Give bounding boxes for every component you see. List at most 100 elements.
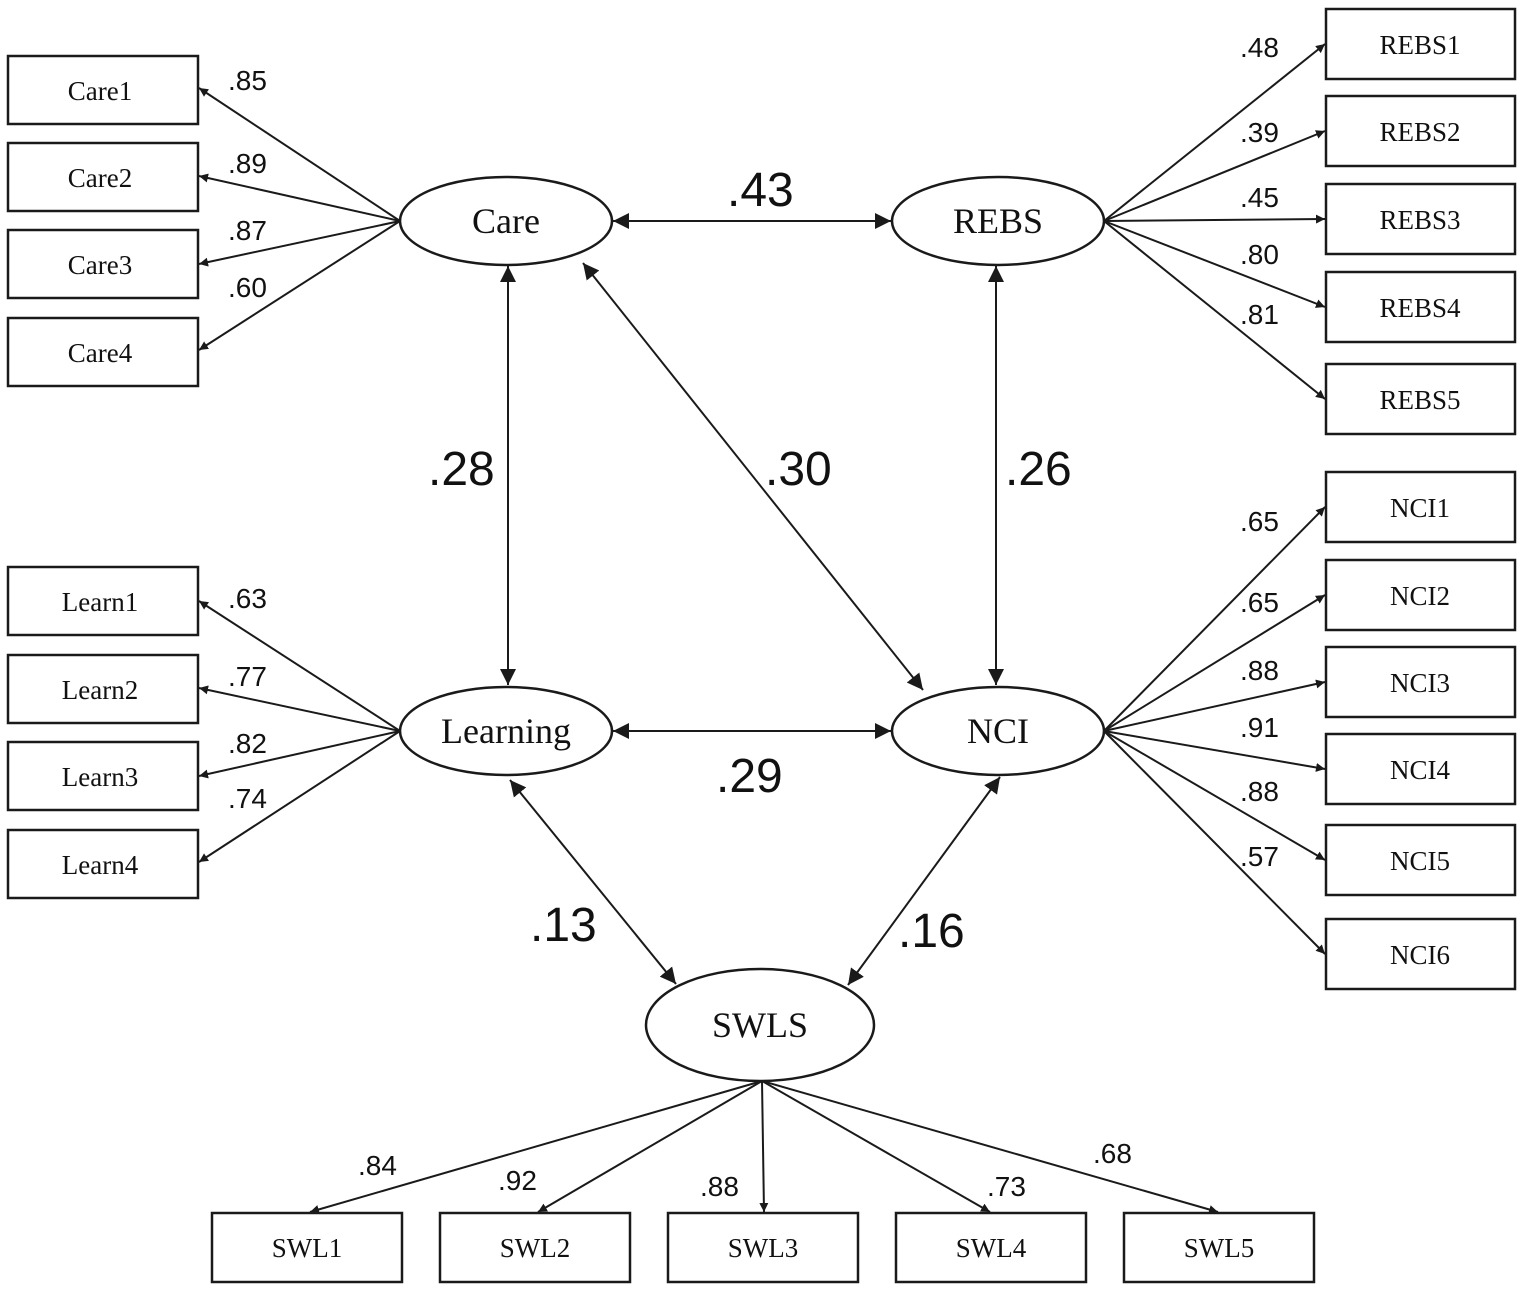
latent-learning[interactable]: Learning	[398, 685, 614, 777]
loading-arrow-rebs5	[1103, 220, 1326, 400]
loading-nci6: .57	[1240, 841, 1279, 872]
corr-care-learning: .28	[428, 443, 495, 496]
cov-learning-swls	[509, 779, 677, 985]
loading-arrow-nci4	[1103, 730, 1326, 772]
loading-arrow-learn2	[198, 685, 401, 732]
indicator-learn2-label: Learn2	[62, 675, 138, 705]
indicator-learn2[interactable]: Learn2	[6, 653, 200, 725]
indicator-swl5[interactable]: SWL5	[1122, 1211, 1316, 1284]
indicator-nci4[interactable]: NCI4	[1324, 732, 1517, 806]
indicator-care1-label: Care1	[68, 76, 132, 106]
indicator-nci2[interactable]: NCI2	[1324, 558, 1517, 632]
indicator-care4-label: Care4	[68, 338, 133, 368]
loading-arrow-swl3	[759, 1080, 769, 1213]
indicator-nci1-label: NCI1	[1390, 493, 1450, 523]
loading-rebs2: .39	[1240, 117, 1279, 148]
loading-arrow-rebs2	[1103, 130, 1326, 222]
loading-arrow-learn1	[198, 600, 401, 732]
latent-nci[interactable]: NCI	[890, 685, 1106, 777]
indicator-learn3[interactable]: Learn3	[6, 740, 200, 812]
corr-care-rebs: .43	[727, 164, 794, 217]
loading-care4: .60	[228, 272, 267, 303]
loading-swl3: .88	[700, 1171, 739, 1202]
indicator-nci6-label: NCI6	[1390, 940, 1450, 970]
indicator-nci6[interactable]: NCI6	[1324, 917, 1517, 991]
indicator-rebs2[interactable]: REBS2	[1324, 94, 1517, 168]
loading-swl1: .84	[358, 1150, 397, 1181]
loading-nci5: .88	[1240, 776, 1279, 807]
indicator-swl3[interactable]: SWL3	[666, 1211, 860, 1284]
indicator-care2[interactable]: Care2	[6, 141, 200, 213]
corr-learning-swls: .13	[530, 899, 597, 952]
loading-swl5: .68	[1093, 1138, 1132, 1169]
indicator-swl5-label: SWL5	[1184, 1233, 1255, 1263]
indicator-nci3[interactable]: NCI3	[1324, 645, 1517, 719]
loading-arrow-nci3	[1103, 679, 1326, 732]
loading-care2: .89	[228, 148, 267, 179]
indicator-swl2-label: SWL2	[500, 1233, 571, 1263]
cov-nci-swls	[847, 776, 1001, 986]
loading-care3: .87	[228, 215, 267, 246]
loading-rebs5: .81	[1240, 299, 1279, 330]
latent-care-label: Care	[472, 201, 540, 241]
latent-nci-label: NCI	[967, 711, 1029, 751]
indicator-rebs3[interactable]: REBS3	[1324, 182, 1517, 256]
loading-learn4: .74	[228, 783, 267, 814]
indicator-rebs5[interactable]: REBS5	[1324, 362, 1517, 436]
loading-arrow-rebs4	[1103, 220, 1326, 308]
loading-swl4: .73	[987, 1171, 1026, 1202]
indicator-rebs5-label: REBS5	[1379, 385, 1460, 415]
indicator-care3[interactable]: Care3	[6, 228, 200, 300]
loading-arrow-nci2	[1103, 594, 1326, 732]
indicator-rebs4[interactable]: REBS4	[1324, 270, 1517, 344]
indicator-swl1[interactable]: SWL1	[210, 1211, 404, 1284]
loading-arrow-care1	[198, 87, 401, 222]
latent-learning-label: Learning	[441, 711, 571, 751]
indicator-learn4-label: Learn4	[62, 850, 139, 880]
indicator-nci5-label: NCI5	[1390, 846, 1450, 876]
loading-learn1: .63	[228, 583, 267, 614]
cov-care-nci	[582, 262, 924, 691]
loading-learn2: .77	[228, 661, 267, 692]
indicator-swl4[interactable]: SWL4	[894, 1211, 1088, 1284]
loading-arrow-rebs3	[1103, 214, 1326, 224]
loading-arrow-nci1	[1103, 506, 1326, 732]
edges	[198, 43, 1326, 1214]
loading-rebs3: .45	[1240, 182, 1279, 213]
loading-nci3: .88	[1240, 655, 1279, 686]
indicator-rebs3-label: REBS3	[1379, 205, 1460, 235]
corr-rebs-nci: .26	[1005, 443, 1072, 496]
indicator-learn1[interactable]: Learn1	[6, 565, 200, 637]
loading-care1: .85	[228, 65, 267, 96]
indicator-swl2[interactable]: SWL2	[438, 1211, 632, 1284]
latent-care[interactable]: Care	[398, 175, 614, 267]
loading-arrow-swl2	[537, 1080, 763, 1213]
indicator-care1[interactable]: Care1	[6, 54, 200, 126]
latent-swls-label: SWLS	[712, 1005, 808, 1045]
indicator-learn3-label: Learn3	[62, 762, 138, 792]
indicator-nci1[interactable]: NCI1	[1324, 470, 1517, 544]
latent-swls[interactable]: SWLS	[644, 967, 876, 1083]
loading-arrow-swl5	[761, 1080, 1219, 1214]
indicator-learn1-label: Learn1	[62, 587, 138, 617]
indicator-care3-label: Care3	[68, 250, 132, 280]
loading-nci4: .91	[1240, 712, 1279, 743]
indicator-rebs4-label: REBS4	[1379, 293, 1461, 323]
indicator-rebs1[interactable]: REBS1	[1324, 7, 1517, 81]
indicator-nci2-label: NCI2	[1390, 581, 1450, 611]
indicator-nci4-label: NCI4	[1390, 755, 1450, 785]
loading-arrow-care2	[198, 173, 401, 222]
indicator-nci5[interactable]: NCI5	[1324, 823, 1517, 897]
loading-rebs4: .80	[1240, 239, 1279, 270]
indicator-swl1-label: SWL1	[272, 1233, 343, 1263]
latent-rebs[interactable]: REBS	[890, 175, 1106, 267]
corr-learning-nci: .29	[716, 750, 783, 803]
indicator-care4[interactable]: Care4	[6, 316, 200, 388]
loading-learn3: .82	[228, 728, 267, 759]
loading-arrow-care3	[198, 220, 401, 267]
indicator-rebs1-label: REBS1	[1379, 30, 1460, 60]
loading-arrow-learn3	[198, 730, 401, 779]
indicator-learn4[interactable]: Learn4	[6, 828, 200, 900]
latent-rebs-label: REBS	[953, 201, 1043, 241]
